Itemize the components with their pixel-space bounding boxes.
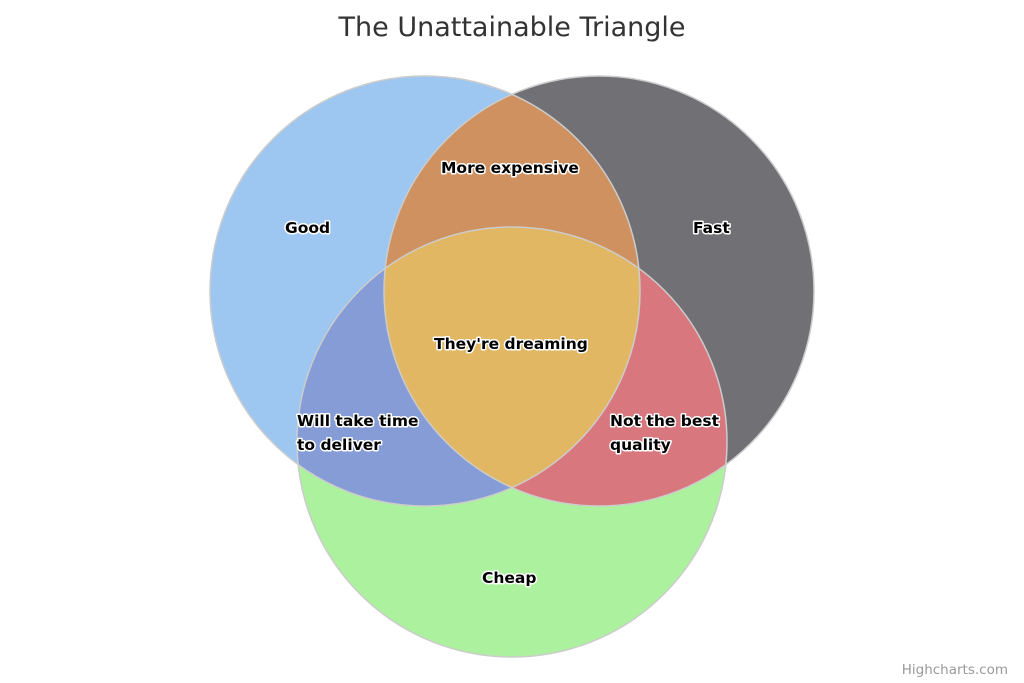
label-not-best-quality-line1: Not the best bbox=[610, 412, 720, 430]
credits-link[interactable]: Highcharts.com bbox=[901, 662, 1008, 678]
label-good: Good bbox=[285, 219, 330, 237]
intersection-all[interactable] bbox=[297, 227, 727, 657]
label-will-take-time-line1: Will take time bbox=[297, 412, 419, 430]
label-theyre-dreaming: They're dreaming bbox=[434, 335, 588, 353]
label-cheap: Cheap bbox=[482, 569, 536, 587]
label-more-expensive: More expensive bbox=[441, 159, 579, 177]
label-not-best-quality-line2: quality bbox=[610, 436, 671, 454]
label-will-take-time-line2: to deliver bbox=[297, 436, 381, 454]
label-fast: Fast bbox=[693, 219, 730, 237]
chart-title: The Unattainable Triangle bbox=[338, 12, 686, 43]
